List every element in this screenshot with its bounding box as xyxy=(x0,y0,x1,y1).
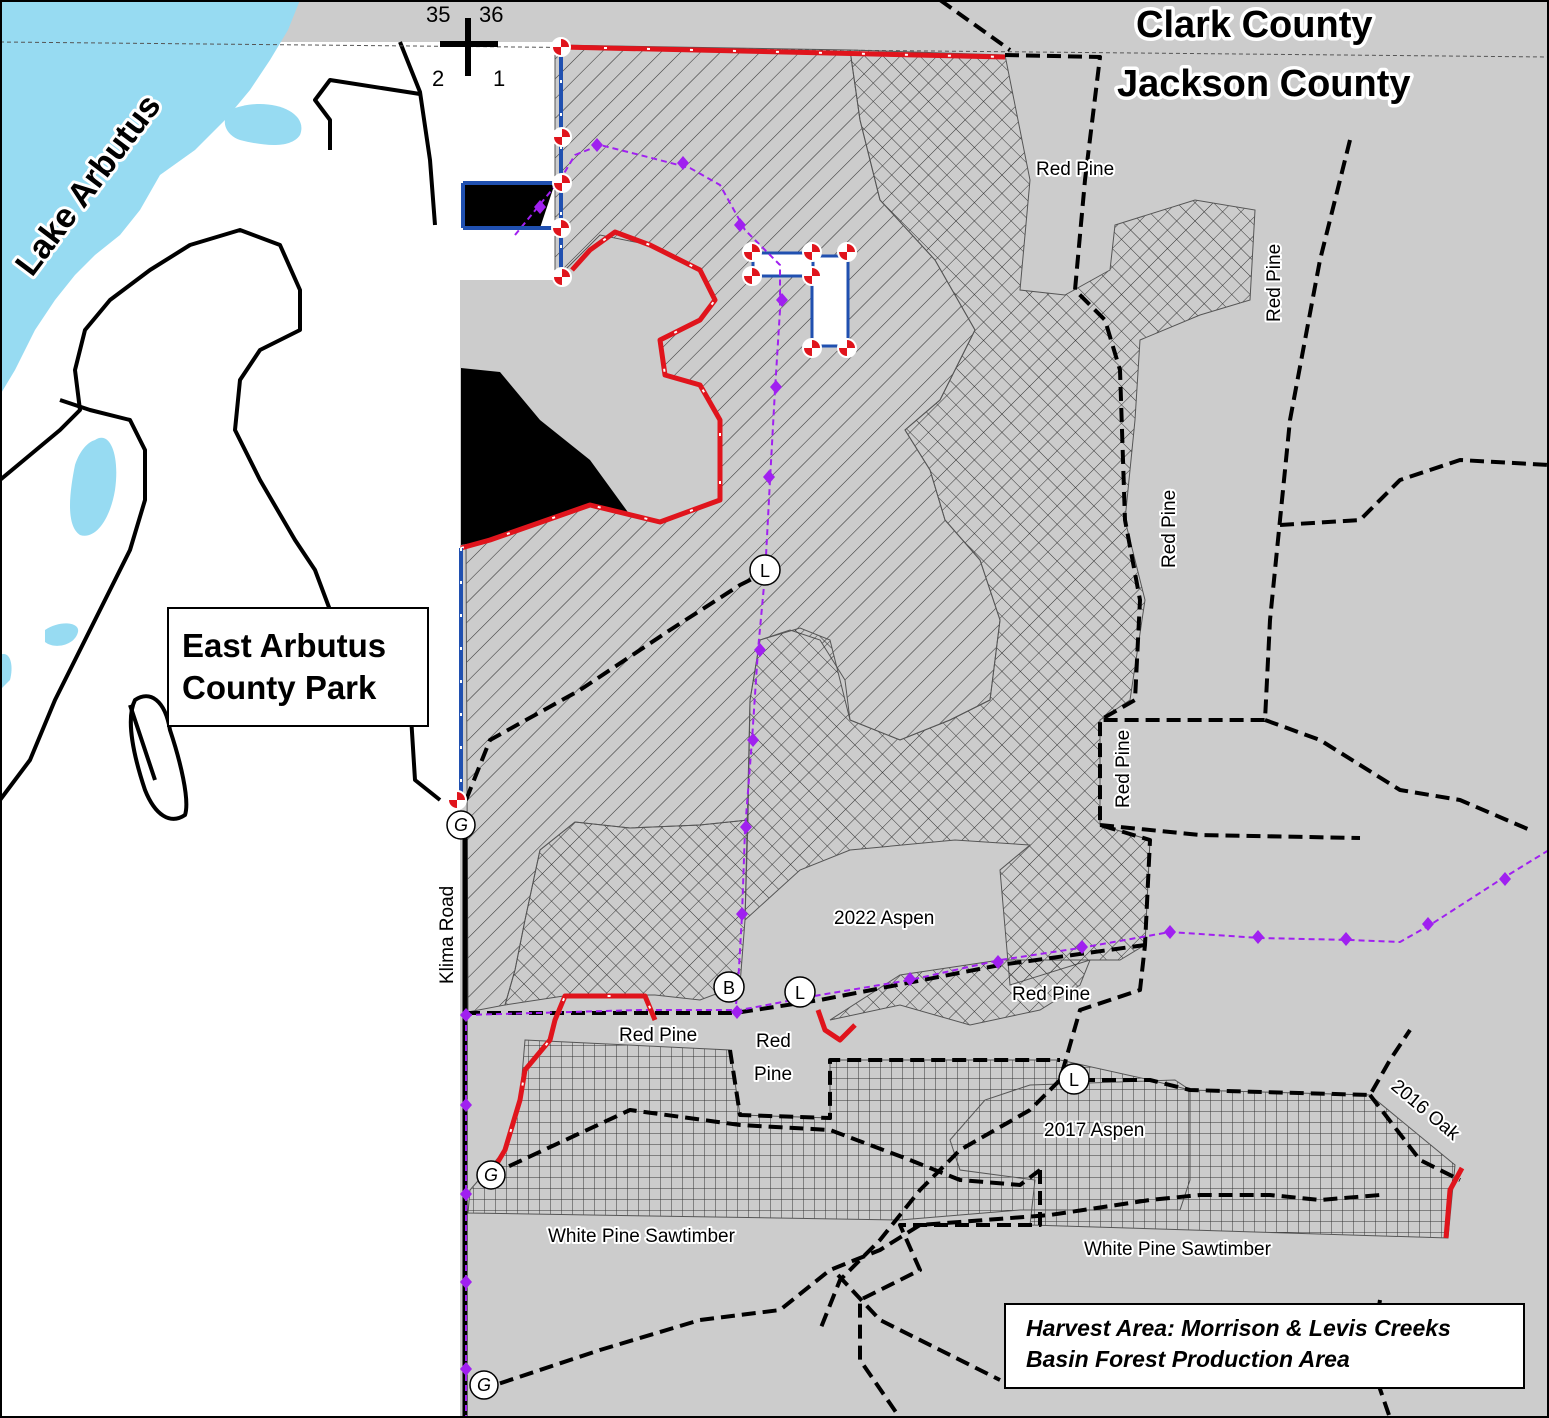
stand-cross-hatch-main xyxy=(744,49,1256,986)
bridge-marker: B xyxy=(713,971,745,1003)
stand-cross-hatch-south xyxy=(829,959,1091,1026)
stand-label-white-pine-sawtimber-2: White Pine Sawtimber xyxy=(1084,1239,1272,1260)
black-parcel-upper xyxy=(463,183,555,228)
lake-island-water xyxy=(70,437,117,536)
stand-label-aspen-2017: 2017 Aspen xyxy=(1044,1120,1144,1141)
svg-text:G: G xyxy=(454,815,468,835)
svg-text:L: L xyxy=(760,561,770,581)
section-number-ne: 36 xyxy=(479,2,503,27)
lake xyxy=(0,0,300,395)
survey-corner-markers xyxy=(447,37,857,810)
white-inholding-2 xyxy=(751,251,815,278)
harvest-area-line2: Basin Forest Production Area xyxy=(1026,1346,1350,1372)
section-number-se: 1 xyxy=(493,66,505,91)
stand-label-red-pine-6: Red Pine xyxy=(619,1025,697,1046)
gate-marker: G xyxy=(446,810,476,840)
county-label-north: Clark County xyxy=(1136,4,1372,46)
harvest-boundary-red xyxy=(460,44,1465,1239)
stand-label-aspen-2022: 2022 Aspen xyxy=(834,908,934,929)
black-parcel-lower xyxy=(461,368,630,545)
harvest-area-label-box: Harvest Area: Morrison & Levis Creeks Ba… xyxy=(1004,1303,1525,1389)
svg-text:G: G xyxy=(477,1375,491,1395)
lake-lobe xyxy=(224,104,302,145)
stand-label-red-pine-4: Red Pine xyxy=(1113,730,1134,808)
stand-label-red-pine-1: Red Pine xyxy=(1036,159,1114,180)
landing-marker: L xyxy=(749,554,781,586)
svg-text:L: L xyxy=(795,983,805,1003)
lake-small-water-2 xyxy=(0,654,12,690)
svg-text:G: G xyxy=(484,1165,498,1185)
harvest-boundary-blue xyxy=(459,47,563,800)
lake-small-water xyxy=(45,623,79,646)
park-label-line2: County Park xyxy=(182,669,377,706)
section-line xyxy=(0,41,1549,58)
roads xyxy=(464,0,1549,1418)
gate-marker: G xyxy=(469,1370,499,1400)
road-label: Klima Road xyxy=(437,886,458,984)
section-number-sw: 2 xyxy=(432,66,444,91)
county-label-south: Jackson County xyxy=(1117,63,1411,105)
park-label-box: East Arbutus County Park xyxy=(167,607,429,727)
stand-label-white-pine-sawtimber-1: White Pine Sawtimber xyxy=(548,1226,736,1247)
trail-diamonds xyxy=(460,138,1511,1376)
landing-marker: L xyxy=(1058,1063,1090,1095)
park-label-line1: East Arbutus xyxy=(182,627,387,664)
stand-label-red-pine-7b: Pine xyxy=(754,1064,792,1085)
section-corner-cross xyxy=(440,18,498,76)
landing-marker: L xyxy=(784,976,816,1008)
section-number-nw: 35 xyxy=(426,2,450,27)
harvest-area-line1: Harvest Area: Morrison & Levis Creeks xyxy=(1026,1315,1451,1341)
stand-label-red-pine-2: Red Pine xyxy=(1264,244,1285,322)
svg-text:L: L xyxy=(1069,1070,1079,1090)
gate-marker: G xyxy=(476,1160,506,1190)
stand-label-red-pine-5: Red Pine xyxy=(1012,984,1090,1005)
stand-label-red-pine-7a: Red xyxy=(756,1031,791,1052)
stand-label-red-pine-3: Red Pine xyxy=(1159,490,1180,568)
park-area xyxy=(0,42,555,1418)
svg-text:B: B xyxy=(723,978,735,998)
